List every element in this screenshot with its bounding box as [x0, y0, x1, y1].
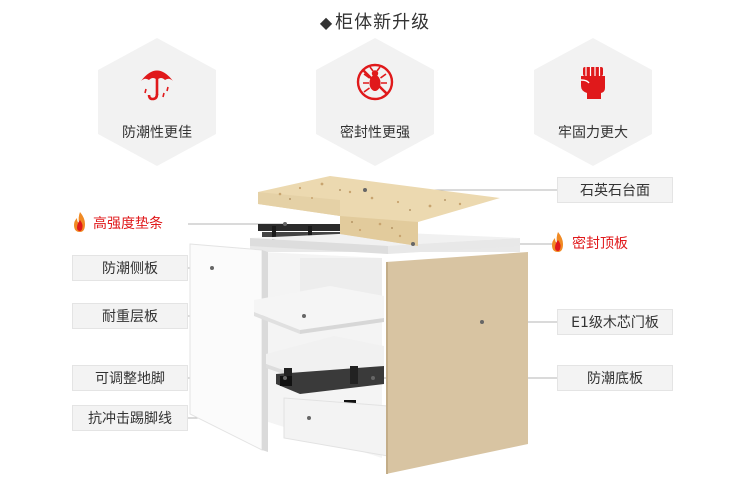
label-side-board: 防潮侧板	[72, 255, 188, 281]
feature-label: 牢固力更大	[558, 125, 628, 141]
label-quartz-top: 石英石台面	[557, 177, 673, 203]
hexagon-shape	[534, 38, 652, 166]
label-door: E1级木芯门板	[557, 309, 673, 335]
label-top-board: 密封顶板	[572, 236, 628, 252]
feature-label: 密封性更强	[340, 125, 410, 141]
flame-icon	[74, 212, 85, 232]
feature-sealing: 密封性更强	[316, 38, 434, 166]
fist-icon	[580, 67, 605, 99]
label-feet: 可调整地脚	[72, 365, 188, 391]
shelf-upper	[254, 286, 384, 334]
label-kick-line: 抗冲击踢脚线	[72, 405, 188, 431]
label-strip: 高强度垫条	[93, 216, 163, 232]
kick-line	[283, 397, 389, 457]
hexagon-shape	[98, 38, 216, 166]
quartz-countertop	[258, 176, 500, 246]
side-board	[189, 243, 268, 452]
label-bottom-board: 防潮底板	[557, 365, 673, 391]
label-shelf: 耐重层板	[72, 303, 188, 329]
leader-dots	[210, 188, 484, 420]
bug-prohibited-icon	[356, 63, 394, 101]
feature-moisture: 防潮性更佳	[98, 38, 216, 166]
hexagon-shape	[316, 38, 434, 166]
feature-label: 防潮性更佳	[122, 125, 192, 141]
feature-strength: 牢固力更大	[534, 38, 652, 166]
flame-icon	[552, 232, 563, 252]
page-title: ◆柜体新升级	[0, 8, 750, 34]
door-panel	[386, 252, 528, 474]
umbrella-icon	[141, 70, 173, 101]
diamond-bullet-icon: ◆	[319, 13, 334, 32]
page-title-text: 柜体新升级	[335, 12, 431, 33]
